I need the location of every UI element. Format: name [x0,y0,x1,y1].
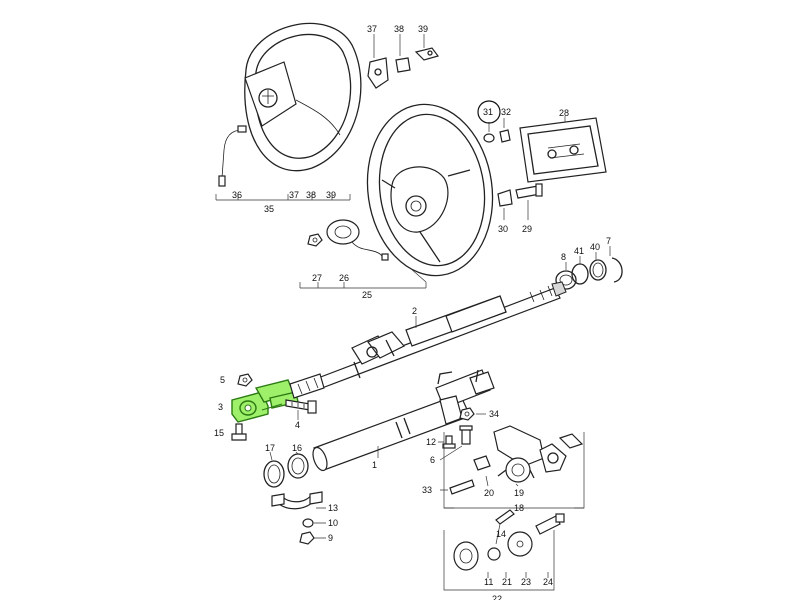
universal-joint-3[interactable] [231,379,299,423]
washer-21[interactable] [487,547,501,561]
bolt-4[interactable] [285,399,317,414]
horn-contact-37[interactable] [367,57,389,89]
label-27: 27 [312,273,322,283]
label-4: 4 [295,420,300,430]
label-39-upper: 39 [418,24,428,34]
label-16: 16 [292,443,302,453]
label-3: 3 [218,402,223,412]
contact-plate-38[interactable] [395,57,411,73]
label-2: 2 [412,306,417,316]
label-22: 22 [492,594,502,600]
label-39-lower: 39 [326,190,336,200]
nut-9[interactable] [299,531,315,545]
key-24[interactable] [535,513,565,535]
label-37-upper: 37 [367,24,377,34]
steering-shaft-2[interactable] [317,281,567,389]
label-37-lower: 37 [289,190,299,200]
label-7: 7 [606,236,611,246]
screw-29[interactable] [515,183,543,199]
label-41: 41 [574,246,584,256]
nut-27[interactable] [307,233,323,247]
label-5: 5 [220,375,225,385]
label-36: 36 [232,190,242,200]
label-17: 17 [265,443,275,453]
contact-ring-26[interactable] [326,219,389,261]
ignition-switch-19[interactable] [497,457,535,483]
nut-32[interactable] [499,129,511,143]
bolt-15[interactable] [231,423,247,441]
ignition-lock-housing[interactable] [493,425,584,473]
screw-33[interactable] [449,479,475,495]
ring-40[interactable] [589,259,607,281]
label-32: 32 [501,107,511,117]
label-28: 28 [559,108,569,118]
steering-wheel-upper[interactable] [244,22,362,172]
part-labels: 1 2 3 4 5 6 7 8 9 10 11 12 13 14 15 16 1… [214,24,611,600]
label-19: 19 [514,488,524,498]
washer-10[interactable] [302,518,314,528]
label-8: 8 [561,252,566,262]
contact-20[interactable] [473,455,491,471]
label-24: 24 [543,577,553,587]
column-bracket[interactable] [435,369,495,425]
label-25: 25 [362,290,372,300]
key-14[interactable] [495,509,515,525]
nut-34[interactable] [459,407,475,421]
screw-6[interactable] [459,425,473,445]
label-38-upper: 38 [394,24,404,34]
label-31: 31 [483,107,493,117]
label-13: 13 [328,503,338,513]
horn-pad-28[interactable] [519,117,607,183]
bolt-12[interactable] [442,435,456,449]
label-20: 20 [484,488,494,498]
universal-joint-upper[interactable] [351,331,405,379]
steering-wheel-lower[interactable] [357,96,504,284]
label-9: 9 [328,533,333,543]
bezel-11[interactable] [453,541,479,571]
label-21: 21 [502,577,512,587]
clamp-ring-17[interactable] [263,460,285,488]
label-14: 14 [496,529,506,539]
bracket-13[interactable] [271,491,323,510]
washer-31[interactable] [483,133,495,143]
label-1: 1 [372,460,377,470]
label-33: 33 [422,485,432,495]
label-38-lower: 38 [306,190,316,200]
label-12: 12 [426,437,436,447]
label-23: 23 [521,577,531,587]
spring-clip-39[interactable] [414,47,440,61]
label-11: 11 [484,577,493,587]
label-34: 34 [489,409,499,419]
label-40: 40 [590,242,600,252]
label-6: 6 [430,455,435,465]
label-29: 29 [522,224,532,234]
ring-41[interactable] [571,263,589,285]
nut-5[interactable] [237,373,253,387]
label-30: 30 [498,224,508,234]
label-35: 35 [264,204,274,214]
circlip-7[interactable] [611,257,623,283]
ring-16[interactable] [287,453,309,479]
ring-8[interactable] [555,270,577,290]
label-26: 26 [339,273,349,283]
label-10: 10 [328,518,338,528]
label-15: 15 [214,428,224,438]
callout-marker-31 [477,100,501,124]
label-18: 18 [514,503,524,513]
sleeve-30[interactable] [497,189,513,207]
cover-23[interactable] [507,531,533,557]
horn-wire[interactable] [218,125,247,187]
